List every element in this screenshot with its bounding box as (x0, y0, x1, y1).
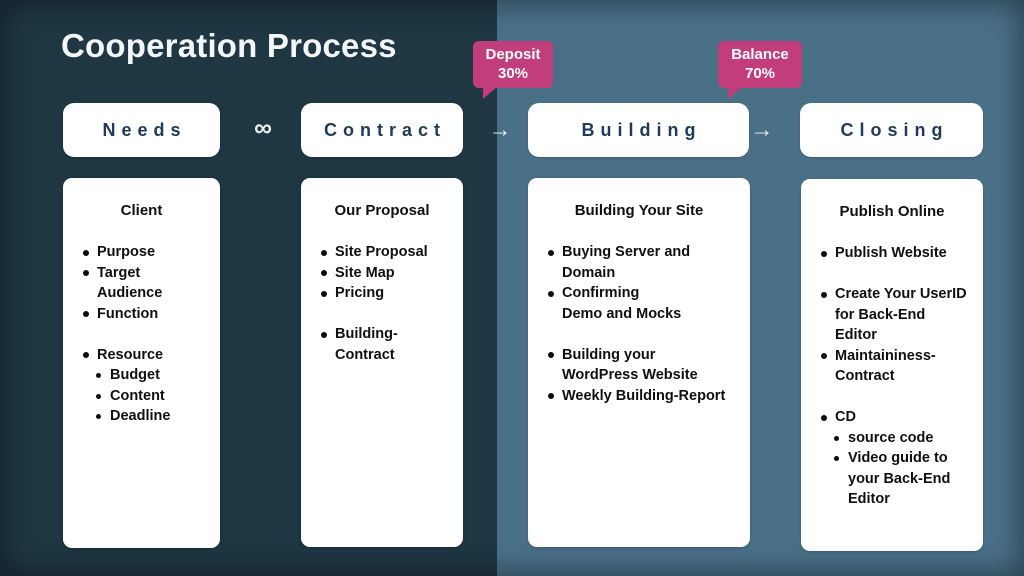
infinity-icon: ∞ (254, 114, 272, 142)
list-item: source code (834, 428, 979, 449)
closing-card: Publish Online Publish Website Create Yo… (801, 179, 983, 551)
speech-tail-icon (483, 87, 497, 99)
needs-card: Client Purpose Target Audience Function … (63, 178, 220, 548)
list-item: Building your WordPress Website (548, 345, 746, 386)
list-item: Video guide to your Back-End Editor (834, 448, 979, 510)
arrow-right-icon: → (488, 116, 512, 142)
stage-header-label: Contract (323, 119, 446, 140)
card-title: Publish Online (839, 203, 945, 220)
building-card-list: Buying Server and Domain Confirming Demo… (528, 242, 750, 406)
stage-header-needs: Needs (63, 103, 220, 157)
stage-header-label: Needs (102, 119, 187, 140)
deposit-badge-label: Deposit 30% (485, 46, 541, 82)
list-item: Create Your UserID for Back-End Editor (821, 284, 979, 346)
list-item: Resource (83, 345, 216, 366)
list-spacer (83, 324, 216, 345)
list-item: Purpose (83, 242, 216, 263)
speech-tail-icon (728, 87, 742, 99)
stage-header-label: Building (581, 119, 702, 140)
stage-header-label: Closing (840, 119, 949, 140)
card-title: Our Proposal (334, 202, 430, 219)
list-item: Weekly Building-Report (548, 386, 746, 407)
page-title: Cooperation Process (61, 27, 397, 64)
card-title: Client (120, 202, 163, 219)
arrow-right-icon: → (750, 116, 774, 142)
card-title: Building Your Site (574, 202, 704, 219)
balance-badge: Balance 70% (718, 41, 802, 99)
list-item: Budget (96, 365, 216, 386)
stage-header-building: Building (528, 103, 749, 157)
list-item: Function (83, 304, 216, 325)
list-item: Content (96, 386, 216, 407)
list-item: Buying Server and Domain (548, 242, 746, 283)
list-spacer (821, 387, 979, 408)
contract-card: Our Proposal Site Proposal Site Map Pric… (301, 178, 463, 547)
list-item: Deadline (96, 406, 216, 427)
list-item: Site Map (321, 263, 459, 284)
list-spacer (821, 264, 979, 285)
list-spacer (321, 304, 459, 325)
list-item: Pricing (321, 283, 459, 304)
stage-header-closing: Closing (800, 103, 983, 157)
list-item: Target Audience (83, 263, 216, 304)
needs-card-list: Purpose Target Audience Function Resourc… (63, 242, 220, 427)
contract-card-list: Site Proposal Site Map Pricing Building-… (301, 242, 463, 365)
list-spacer (548, 324, 746, 345)
list-item: Maintaininess- Contract (821, 346, 979, 387)
list-item: Building- Contract (321, 324, 459, 365)
stage-header-contract: Contract (301, 103, 463, 157)
closing-card-list: Publish Website Create Your UserID for B… (801, 243, 983, 510)
list-item: CD (821, 407, 979, 428)
list-item: Confirming Demo and Mocks (548, 283, 746, 324)
list-item: Publish Website (821, 243, 979, 264)
deposit-badge: Deposit 30% (473, 41, 553, 99)
list-item: Site Proposal (321, 242, 459, 263)
building-card: Building Your Site Buying Server and Dom… (528, 178, 750, 547)
balance-badge-label: Balance 70% (731, 46, 789, 82)
